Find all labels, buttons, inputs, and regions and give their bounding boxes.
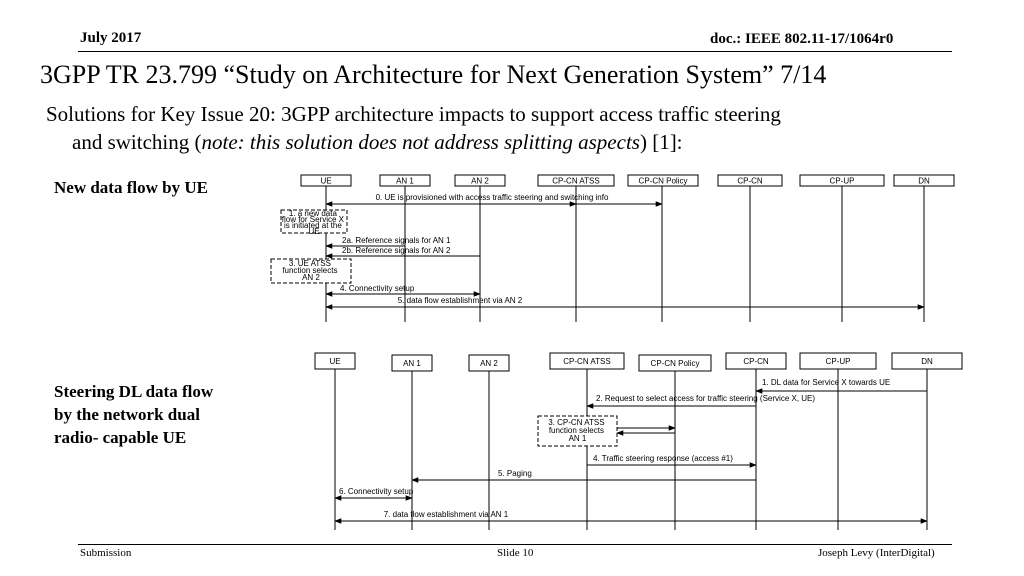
d1-participant-cpcn-label: CP-CN — [737, 177, 763, 186]
d2-msg-6-label: 6. Connectivity setup — [339, 487, 414, 496]
subtitle-line2-note: note: this solution does not address spl… — [201, 130, 640, 154]
d1-participant-cpcn-policy — [627, 174, 699, 187]
d1-participant-an2 — [454, 174, 506, 187]
d2-note-3-label: 3. CP-CN ATSS function selects AN 1 — [548, 418, 607, 443]
d2-participant-cpcn-label: CP-CN — [743, 357, 769, 366]
d2-participant-cpcn-atss — [549, 352, 625, 370]
d1-participant-cpcn-atss — [537, 174, 615, 187]
diagram2: UE AN 1 AN 2 CP-CN ATSS CP-CN Policy CP-… — [314, 352, 963, 530]
d2-participant-cpup-label: CP-UP — [826, 357, 851, 366]
footer-slide-number: Slide 10 — [497, 547, 534, 559]
header-rule — [78, 51, 952, 52]
d1-participant-cpup — [799, 174, 885, 187]
d2-msg-7-label: 7. data flow establishment via AN 1 — [384, 510, 509, 519]
footer-rule — [78, 544, 952, 545]
d2-participant-cpcn — [725, 352, 787, 370]
d2-participant-cpcn-policy — [638, 354, 712, 372]
diagram1: UE AN 1 AN 2 CP-CN ATSS CP-CN Policy CP-… — [270, 174, 955, 322]
d1-note-1 — [280, 209, 348, 234]
d1-participant-cpup-label: CP-UP — [830, 177, 855, 186]
slide-subtitle: Solutions for Key Issue 20: 3GPP archite… — [46, 100, 976, 156]
d1-participant-ue-label: UE — [320, 177, 331, 186]
subtitle-line1: Solutions for Key Issue 20: 3GPP archite… — [46, 102, 781, 126]
d2-participant-dn — [891, 352, 963, 370]
footer-author: Joseph Levy (InterDigital) — [818, 547, 935, 559]
d1-msg-5-label: 5. data flow establishment via AN 2 — [398, 296, 523, 305]
d1-participant-cpcn-atss-label: CP-CN ATSS — [552, 177, 599, 186]
header-date: July 2017 — [80, 30, 142, 46]
subtitle-line2: and switching (note: this solution does … — [46, 128, 976, 156]
d2-participant-an2-label: AN 2 — [480, 359, 498, 368]
d1-participant-dn — [893, 174, 955, 187]
d2-participant-an2 — [468, 354, 510, 372]
d1-msg-2a-label: 2a. Reference signals for AN 1 — [342, 236, 451, 245]
diagram1-label: New data flow by UE — [54, 178, 208, 197]
d1-participant-an1-label: AN 1 — [396, 177, 414, 186]
d2-participant-an1-label: AN 1 — [403, 359, 421, 368]
diagram2-label: Steering DL data flow by the network dua… — [54, 382, 214, 447]
d1-participant-an2-label: AN 2 — [471, 177, 489, 186]
d2-participant-cpup — [799, 352, 877, 370]
d2-msg-4-label: 4. Traffic steering response (access #1) — [593, 454, 733, 463]
subtitle-line2-post: ) [1]: — [639, 130, 683, 154]
d2-participant-cpcn-policy-label: CP-CN Policy — [651, 359, 700, 368]
d1-note-3-label: 3. UE ATSS function selects AN 2 — [282, 259, 339, 282]
d1-participant-cpcn — [717, 174, 783, 187]
d1-note-3 — [270, 258, 352, 284]
d2-msg-1-label: 1. DL data for Service X towards UE — [762, 378, 890, 387]
d2-participant-an1 — [391, 354, 433, 372]
d1-msg-0-label: 0. UE is provisioned with access traffic… — [376, 193, 609, 202]
d1-participant-ue — [300, 174, 352, 187]
footer-submission: Submission — [80, 547, 132, 559]
subtitle-line2-pre: and switching ( — [72, 130, 202, 154]
d1-participant-an1 — [379, 174, 431, 187]
d1-msg-4-label: 4. Connectivity setup — [340, 284, 415, 293]
d2-msg-2-label: 2. Request to select access for traffic … — [596, 394, 815, 403]
d1-participant-dn-label: DN — [918, 177, 930, 186]
d2-participant-cpcn-atss-label: CP-CN ATSS — [563, 357, 610, 366]
d2-participant-dn-label: DN — [921, 357, 933, 366]
d1-participant-cpcn-policy-label: CP-CN Policy — [639, 177, 688, 186]
d1-note-1-label: 1. a new data flow for Service X is init… — [282, 209, 346, 236]
header-doc-id: doc.: IEEE 802.11-17/1064r0 — [710, 31, 894, 47]
d2-participant-ue — [314, 352, 356, 370]
d2-participant-ue-label: UE — [329, 357, 340, 366]
slide-title: 3GPP TR 23.799 “Study on Architecture fo… — [40, 60, 827, 89]
d1-msg-2b-label: 2b. Reference signals for AN 2 — [342, 246, 451, 255]
d2-note-3 — [537, 415, 618, 447]
d2-msg-5-label: 5. Paging — [498, 469, 532, 478]
